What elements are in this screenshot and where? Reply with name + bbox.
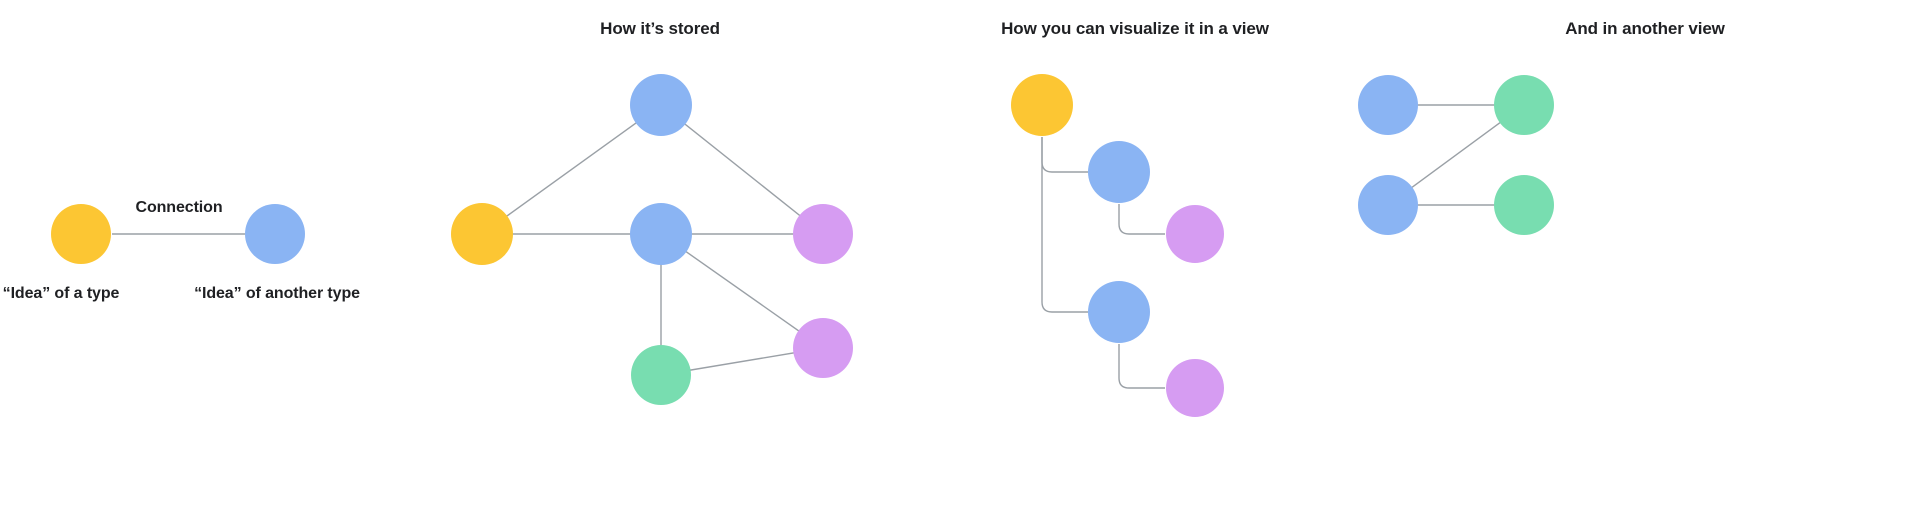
edge-bluetop-purpletop (1118, 204, 1165, 235)
node-view-one-blue-bottom[interactable] (1088, 281, 1150, 343)
node-view-two-green-bottom[interactable] (1494, 175, 1554, 235)
connection-canvas: Connection “Idea” of a type “Idea” of an… (0, 0, 430, 525)
panel-how-its-stored: How it’s stored (430, 0, 890, 525)
node-view-one-purple-bottom[interactable] (1166, 359, 1224, 417)
view-one-edge-layer (1041, 137, 1165, 389)
node-idea-blue[interactable] (245, 204, 305, 264)
panel-view-one: How you can visualize it in a view (900, 0, 1370, 525)
connection-edge-label: Connection (135, 199, 223, 216)
view-one-canvas (900, 0, 1370, 525)
node-stored-purple-top[interactable] (793, 204, 853, 264)
node-idea-yellow[interactable] (51, 204, 111, 264)
node-view-one-yellow[interactable] (1011, 74, 1073, 136)
caption-idea-a-type: “Idea” of a type (2, 285, 120, 302)
node-stored-blue-top[interactable] (630, 74, 692, 136)
panel-view-two: And in another view (1358, 0, 1920, 525)
panel-connection: Connection “Idea” of a type “Idea” of an… (0, 0, 430, 525)
edge-yellow-bluetop (481, 104, 662, 235)
stored-canvas (430, 0, 890, 525)
node-stored-yellow[interactable] (451, 203, 513, 265)
panel-title-how-its-stored: How it’s stored (600, 19, 720, 38)
node-stored-green[interactable] (631, 345, 691, 405)
node-view-two-blue-top[interactable] (1358, 75, 1418, 135)
edge-bluebottom-purplebottom (1118, 344, 1165, 389)
node-stored-purple-bottom[interactable] (793, 318, 853, 378)
edge-yellow-bluebottom (1041, 137, 1088, 313)
panel-title-view-two: And in another view (1565, 19, 1725, 38)
caption-idea-another-type: “Idea” of another type (194, 285, 360, 302)
node-view-two-blue-bottom[interactable] (1358, 175, 1418, 235)
node-view-two-green-top[interactable] (1494, 75, 1554, 135)
connection-edge-layer (112, 233, 245, 235)
view-two-canvas (1358, 0, 1920, 525)
view-two-edge-layer (1387, 104, 1525, 206)
node-view-one-blue-top[interactable] (1088, 141, 1150, 203)
node-stored-blue-mid[interactable] (630, 203, 692, 265)
panel-title-view-one: How you can visualize it in a view (1001, 19, 1269, 38)
node-view-one-purple-top[interactable] (1166, 205, 1224, 263)
edge-yellow-bluetop (1041, 137, 1088, 173)
